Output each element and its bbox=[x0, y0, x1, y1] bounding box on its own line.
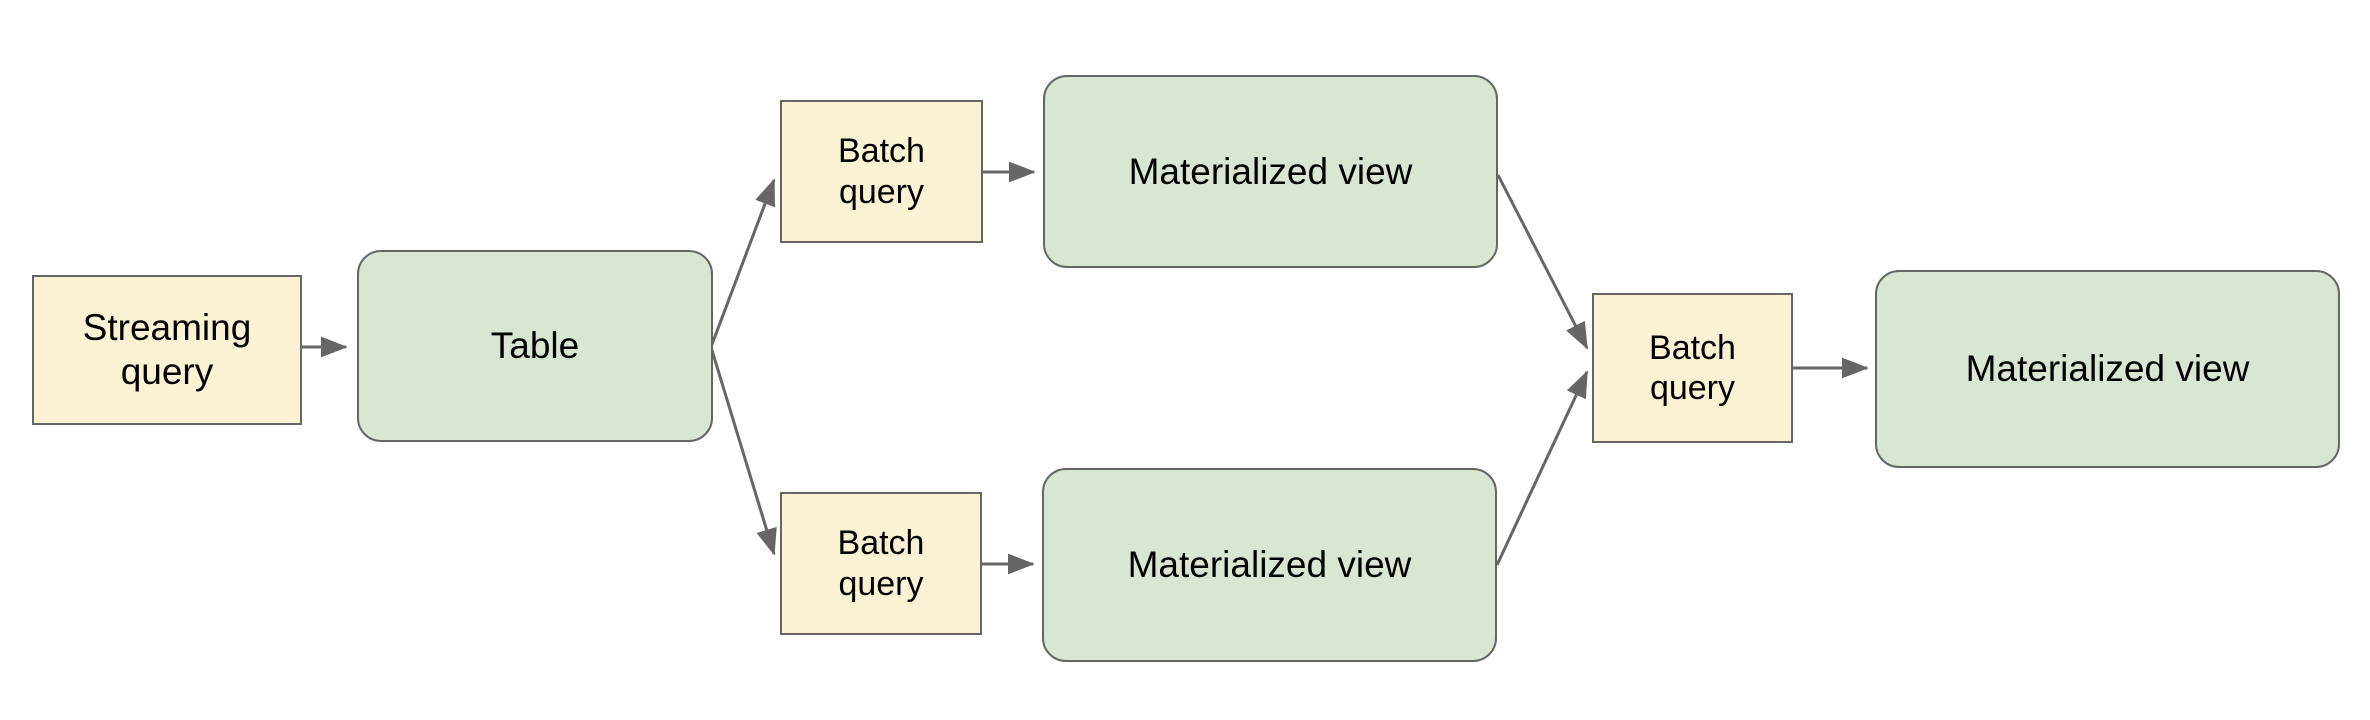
node-materialized-view-bottom[interactable]: Materialized view bbox=[1042, 468, 1497, 662]
node-materialized-view-right[interactable]: Materialized view bbox=[1875, 270, 2340, 468]
node-table[interactable]: Table bbox=[357, 250, 713, 442]
edge-table-to-batch-query-bottom bbox=[709, 346, 777, 556]
node-materialized-view-top[interactable]: Materialized view bbox=[1043, 75, 1498, 268]
node-streaming-query[interactable]: Streaming query bbox=[32, 275, 302, 425]
edge-materialized-view-bottom-to-batch-query-right bbox=[1495, 370, 1589, 566]
node-batch-query-right[interactable]: Batch query bbox=[1592, 293, 1793, 443]
node-batch-query-bottom[interactable]: Batch query bbox=[780, 492, 982, 635]
node-batch-query-top[interactable]: Batch query bbox=[780, 100, 983, 243]
edge-table-to-batch-query-top bbox=[709, 178, 776, 348]
edge-materialized-view-top-to-batch-query-right bbox=[1496, 174, 1589, 350]
